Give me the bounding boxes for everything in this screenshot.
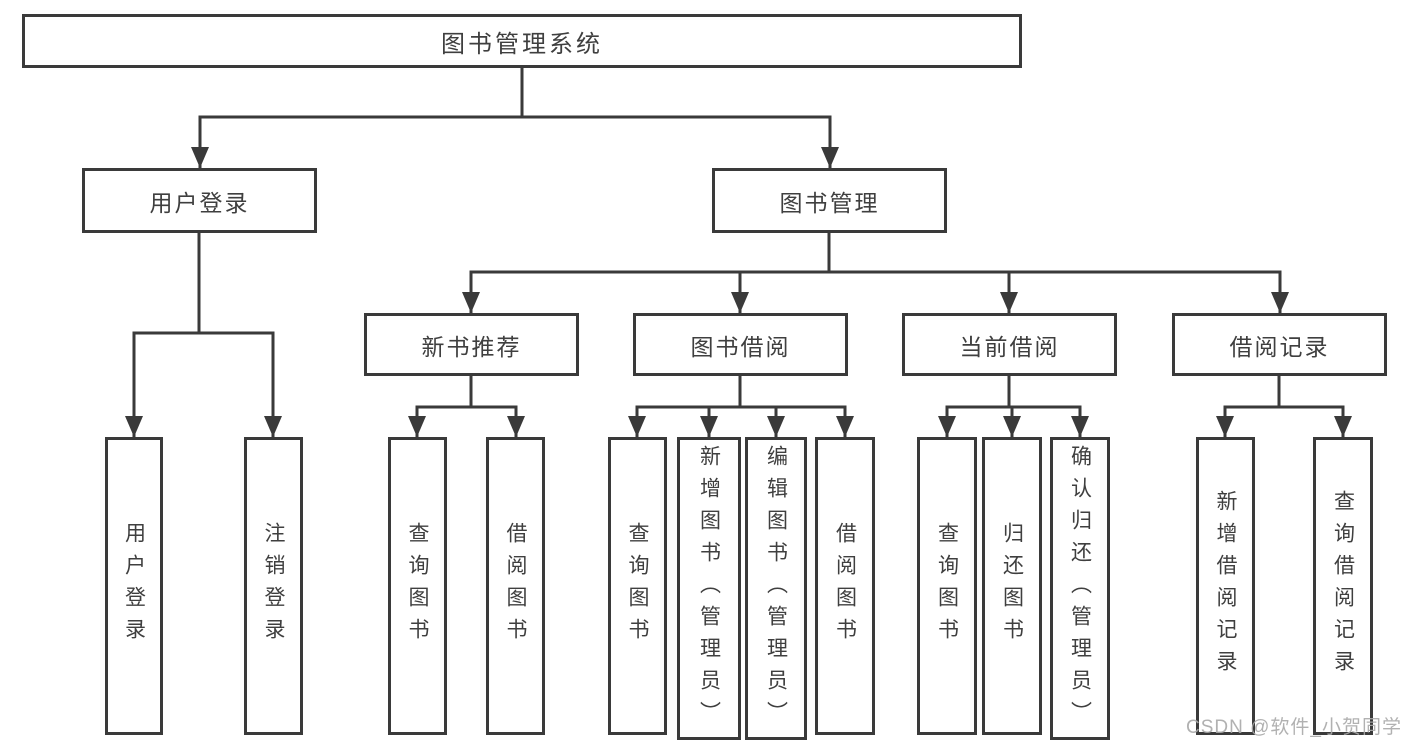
node-root: 图书管理系统 [22,14,1022,68]
leaf-user-login-label: 用户登录 [122,522,146,650]
leaf-user-login: 用户登录 [105,437,163,735]
leaf-query-books-3: 查询图书 [917,437,977,735]
node-book-management-label: 图书管理 [779,189,880,216]
node-new-book-recommend-label: 新书推荐 [421,333,522,360]
node-book-borrowing: 图书借阅 [633,313,848,376]
node-book-management: 图书管理 [712,168,947,233]
leaf-borrow-books-1-label: 借阅图书 [504,522,527,650]
leaf-query-books-3-label: 查询图书 [935,522,959,650]
csdn-watermark: CSDN @软件_小贺同学 [1186,717,1402,738]
leaf-return-books: 归还图书 [982,437,1042,735]
leaf-add-books-admin: 新增图书（管理员） [677,437,741,740]
leaf-return-books-label: 归还图书 [1000,522,1024,650]
node-root-label: 图书管理系统 [441,30,603,58]
leaf-query-borrow-record: 查询借阅记录 [1313,437,1373,735]
leaf-add-borrow-record-label: 新增借阅记录 [1214,490,1237,682]
leaf-query-books-1: 查询图书 [388,437,447,735]
leaf-edit-books-admin-label: 编辑图书（管理员） [764,444,788,733]
leaf-query-books-2: 查询图书 [608,437,667,735]
node-new-book-recommend: 新书推荐 [364,313,579,376]
node-user-login-label: 用户登录 [149,189,250,216]
node-user-login: 用户登录 [82,168,317,233]
node-borrowing-records-label: 借阅记录 [1229,333,1330,360]
leaf-borrow-books-2: 借阅图书 [815,437,875,735]
leaf-query-books-1-label: 查询图书 [406,522,429,650]
node-book-borrowing-label: 图书借阅 [690,333,791,360]
node-borrowing-records: 借阅记录 [1172,313,1387,376]
leaf-logout: 注销登录 [244,437,303,735]
leaf-add-books-admin-label: 新增图书（管理员） [697,444,721,733]
leaf-confirm-return-admin: 确认归还（管理员） [1050,437,1110,740]
leaf-query-books-2-label: 查询图书 [626,522,649,650]
leaf-confirm-return-admin-label: 确认归还（管理员） [1068,444,1092,733]
leaf-borrow-books-1: 借阅图书 [486,437,545,735]
leaf-query-borrow-record-label: 查询借阅记录 [1331,490,1355,682]
node-current-borrowing: 当前借阅 [902,313,1117,376]
leaf-logout-label: 注销登录 [262,522,285,650]
leaf-add-borrow-record: 新增借阅记录 [1196,437,1255,735]
node-current-borrowing-label: 当前借阅 [959,333,1060,360]
leaf-edit-books-admin: 编辑图书（管理员） [745,437,807,740]
leaf-borrow-books-2-label: 借阅图书 [833,522,857,650]
